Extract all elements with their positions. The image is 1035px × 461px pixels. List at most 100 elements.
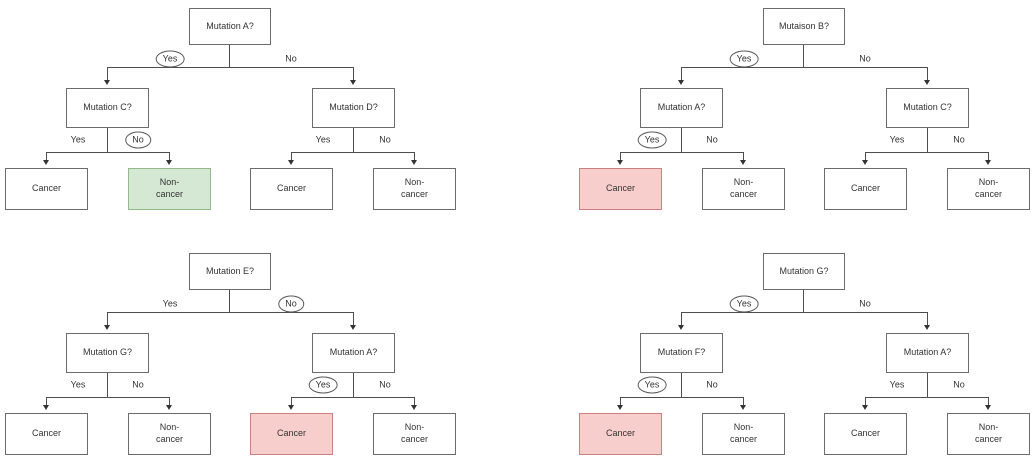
edge-label-no: No bbox=[376, 379, 394, 391]
edge-label-no: No bbox=[278, 295, 304, 313]
arrow-down-icon bbox=[166, 397, 172, 410]
connector-line bbox=[291, 152, 415, 153]
leaf-node: Non- cancer bbox=[702, 413, 785, 455]
decision-tree-top-right: Mutaison B? Yes No Mutation A? Mutation … bbox=[574, 0, 1034, 216]
connector-line bbox=[353, 373, 354, 397]
arrow-down-icon bbox=[617, 397, 623, 410]
edge-label-no: No bbox=[950, 134, 968, 146]
arrow-down-icon bbox=[411, 152, 417, 165]
connector-line bbox=[681, 128, 682, 152]
leaf-node: Non- cancer bbox=[128, 168, 211, 210]
edge-label-yes: Yes bbox=[155, 50, 185, 68]
connector-line bbox=[803, 290, 804, 312]
edge-label-yes: Yes bbox=[67, 134, 89, 146]
edge-label-no: No bbox=[856, 53, 874, 65]
leaf-node: Cancer bbox=[250, 413, 333, 455]
leaf-node: Non- cancer bbox=[373, 413, 456, 455]
arrow-down-icon bbox=[924, 67, 930, 85]
arrow-down-icon bbox=[350, 67, 356, 85]
connector-line bbox=[865, 397, 989, 398]
arrow-down-icon bbox=[740, 397, 746, 410]
connector-line bbox=[620, 152, 744, 153]
edge-label-yes: Yes bbox=[729, 50, 759, 68]
connector-line bbox=[803, 45, 804, 67]
decision-tree-bottom-left: Mutation E? Yes No Mutation G? Mutation … bbox=[0, 245, 460, 461]
decision-node: Mutation G? bbox=[66, 333, 149, 373]
edge-label-no: No bbox=[376, 134, 394, 146]
leaf-node: Cancer bbox=[824, 413, 907, 455]
connector-line bbox=[681, 312, 928, 313]
connector-line bbox=[46, 152, 170, 153]
leaf-node: Non- cancer bbox=[947, 168, 1030, 210]
connector-line bbox=[865, 152, 989, 153]
decision-tree-bottom-right: Mutation G? Yes No Mutation F? Mutation … bbox=[574, 245, 1034, 461]
leaf-node: Cancer bbox=[250, 168, 333, 210]
arrow-down-icon bbox=[288, 152, 294, 165]
leaf-node: Non- cancer bbox=[373, 168, 456, 210]
edge-label-yes: Yes bbox=[159, 298, 181, 310]
arrow-down-icon bbox=[862, 152, 868, 165]
decision-node-root: Mutation A? bbox=[189, 8, 271, 45]
edge-label-yes: Yes bbox=[637, 376, 667, 394]
arrow-down-icon bbox=[985, 397, 991, 410]
arrow-down-icon bbox=[166, 152, 172, 165]
edge-label-yes: Yes bbox=[67, 379, 89, 391]
edge-label-no: No bbox=[282, 53, 300, 65]
connector-line bbox=[46, 397, 170, 398]
edge-label-yes: Yes bbox=[729, 295, 759, 313]
decision-node: Mutation C? bbox=[66, 88, 149, 128]
leaf-node: Cancer bbox=[5, 413, 88, 455]
arrow-down-icon bbox=[678, 312, 684, 330]
edge-label-yes: Yes bbox=[312, 134, 334, 146]
arrow-down-icon bbox=[350, 312, 356, 330]
connector-line bbox=[681, 67, 928, 68]
edge-label-yes: Yes bbox=[637, 131, 667, 149]
decision-node-root: Mutation G? bbox=[763, 253, 845, 290]
decision-node-root: Mutaison B? bbox=[763, 8, 845, 45]
connector-line bbox=[229, 290, 230, 312]
leaf-node: Non- cancer bbox=[128, 413, 211, 455]
connector-line bbox=[107, 373, 108, 397]
decision-node: Mutation F? bbox=[640, 333, 723, 373]
arrow-down-icon bbox=[924, 312, 930, 330]
decision-tree-top-left: Mutation A? Yes No Mutation C? Mutation … bbox=[0, 0, 460, 216]
arrow-down-icon bbox=[43, 152, 49, 165]
leaf-node: Cancer bbox=[824, 168, 907, 210]
decision-node: Mutation A? bbox=[640, 88, 723, 128]
connector-line bbox=[620, 397, 744, 398]
arrow-down-icon bbox=[43, 397, 49, 410]
connector-line bbox=[927, 373, 928, 397]
connector-line bbox=[291, 397, 415, 398]
arrow-down-icon bbox=[617, 152, 623, 165]
arrow-down-icon bbox=[985, 152, 991, 165]
connector-line bbox=[107, 312, 354, 313]
arrow-down-icon bbox=[288, 397, 294, 410]
edge-label-no: No bbox=[950, 379, 968, 391]
arrow-down-icon bbox=[678, 67, 684, 85]
connector-line bbox=[107, 67, 354, 68]
decision-node: Mutation C? bbox=[886, 88, 969, 128]
leaf-node: Cancer bbox=[579, 413, 662, 455]
connector-line bbox=[107, 128, 108, 152]
arrow-down-icon bbox=[104, 67, 110, 85]
edge-label-no: No bbox=[703, 379, 721, 391]
edge-label-no: No bbox=[703, 134, 721, 146]
leaf-node: Non- cancer bbox=[947, 413, 1030, 455]
decision-node: Mutation A? bbox=[886, 333, 969, 373]
leaf-node: Cancer bbox=[5, 168, 88, 210]
edge-label-yes: Yes bbox=[886, 134, 908, 146]
edge-label-yes: Yes bbox=[308, 376, 338, 394]
edge-label-no: No bbox=[129, 379, 147, 391]
decision-node-root: Mutation E? bbox=[189, 253, 271, 290]
connector-line bbox=[681, 373, 682, 397]
arrow-down-icon bbox=[862, 397, 868, 410]
connector-line bbox=[353, 128, 354, 152]
leaf-node: Cancer bbox=[579, 168, 662, 210]
connector-line bbox=[229, 45, 230, 67]
arrow-down-icon bbox=[411, 397, 417, 410]
connector-line bbox=[927, 128, 928, 152]
decision-node: Mutation D? bbox=[312, 88, 395, 128]
leaf-node: Non- cancer bbox=[702, 168, 785, 210]
decision-node: Mutation A? bbox=[312, 333, 395, 373]
